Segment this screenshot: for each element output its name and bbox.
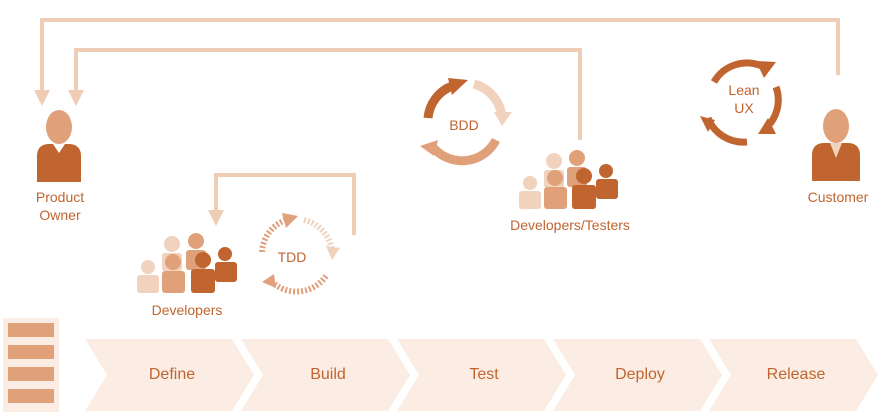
bdd-label: BDD bbox=[449, 117, 479, 133]
stage-define: Define bbox=[148, 366, 196, 383]
bdd-cycle-icon bbox=[420, 78, 512, 166]
customer-icon bbox=[812, 109, 860, 181]
chevron-test bbox=[397, 339, 566, 411]
customer-feedback-loop bbox=[34, 18, 840, 106]
developers-testers-icon bbox=[519, 150, 618, 209]
pipeline bbox=[85, 339, 878, 411]
developers-icon bbox=[137, 233, 237, 293]
chevron-define bbox=[85, 339, 254, 411]
chevron-release bbox=[709, 339, 878, 411]
customer-label: Customer bbox=[807, 189, 869, 205]
developers-testers-label: Developers/Testers bbox=[510, 217, 630, 233]
stage-build: Build bbox=[310, 366, 346, 383]
lean-ux-cycle-icon bbox=[700, 59, 782, 146]
chevron-build bbox=[241, 339, 410, 411]
stage-deploy: Deploy bbox=[615, 366, 665, 383]
developers-label: Developers bbox=[151, 302, 223, 318]
chevron-deploy bbox=[553, 339, 722, 411]
tdd-feedback-loop bbox=[208, 173, 356, 235]
tdd-label: TDD bbox=[277, 249, 307, 265]
product-owner-label: Product Owner bbox=[35, 189, 85, 223]
stage-release: Release bbox=[766, 366, 826, 383]
stage-test: Test bbox=[469, 366, 499, 383]
product-owner-icon bbox=[37, 110, 81, 182]
testers-feedback-loop bbox=[68, 48, 582, 140]
lean-ux-label: Lean UX bbox=[728, 82, 760, 116]
backlog-stack-icon bbox=[3, 318, 59, 412]
tdd-cycle-icon bbox=[259, 213, 340, 295]
